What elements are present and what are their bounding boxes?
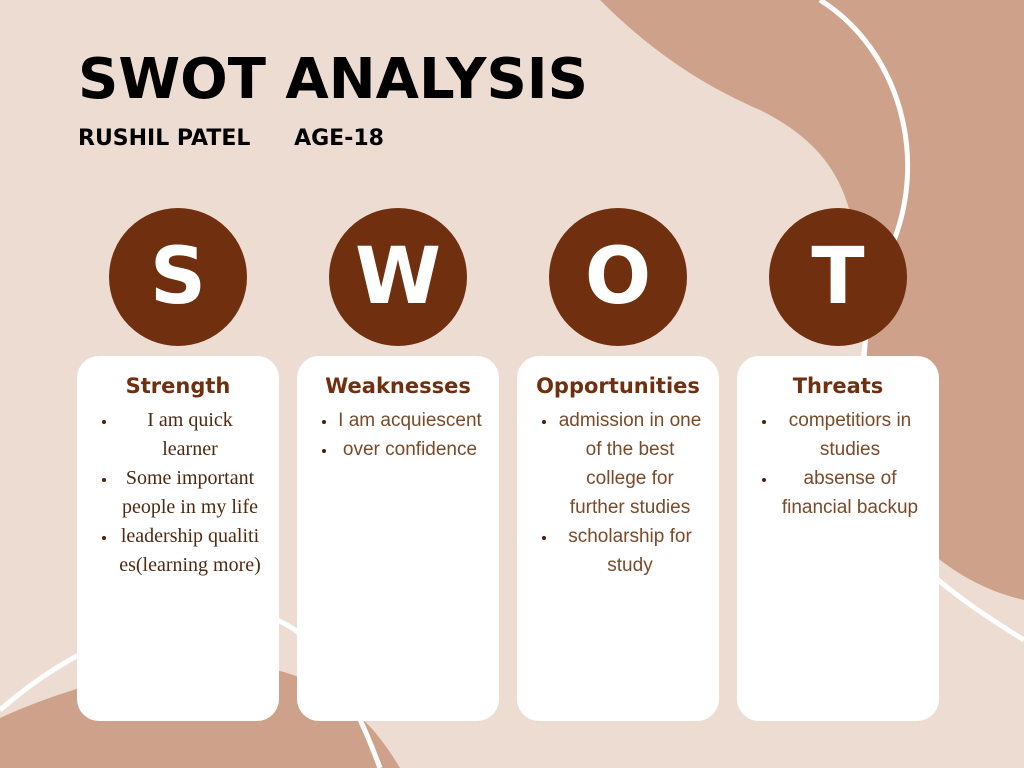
weaknesses-heading: Weaknesses (325, 374, 471, 398)
strength-card: Strength I am quick learner Some importa… (77, 356, 279, 721)
strength-letter-circle: S (109, 208, 247, 346)
weaknesses-list: I am acquiescent over confidence (307, 406, 489, 464)
page-title: SWOT ANALYSIS (78, 47, 588, 112)
threats-list: competitiors in studies absense of finan… (747, 406, 929, 522)
list-item: scholarship for study (557, 522, 709, 580)
list-item: competitiors in studies (777, 406, 929, 464)
list-item: admission in one of the best college for… (557, 406, 709, 522)
person-age: AGE-18 (294, 126, 384, 151)
subtitle: RUSHIL PATEL AGE-18 (78, 126, 384, 151)
strength-list: I am quick learner Some important people… (87, 406, 269, 580)
list-item: leadership qualities(learning more) (117, 522, 269, 580)
threats-letter-circle: T (769, 208, 907, 346)
list-item: Some important people in my life (117, 464, 269, 522)
weaknesses-letter-circle: W (329, 208, 467, 346)
list-item: I am quick learner (117, 406, 269, 464)
weaknesses-card: Weaknesses I am acquiescent over confide… (297, 356, 499, 721)
person-name: RUSHIL PATEL (78, 126, 251, 151)
opportunities-heading: Opportunities (536, 374, 700, 398)
list-item: I am acquiescent (337, 406, 489, 435)
strength-heading: Strength (125, 374, 231, 398)
list-item: over confidence (337, 435, 489, 464)
list-item: absense of financial backup (777, 464, 929, 522)
opportunities-card: Opportunities admission in one of the be… (517, 356, 719, 721)
threats-heading: Threats (792, 374, 884, 398)
opportunities-letter-circle: O (549, 208, 687, 346)
opportunities-list: admission in one of the best college for… (527, 406, 709, 580)
threats-card: Threats competitiors in studies absense … (737, 356, 939, 721)
